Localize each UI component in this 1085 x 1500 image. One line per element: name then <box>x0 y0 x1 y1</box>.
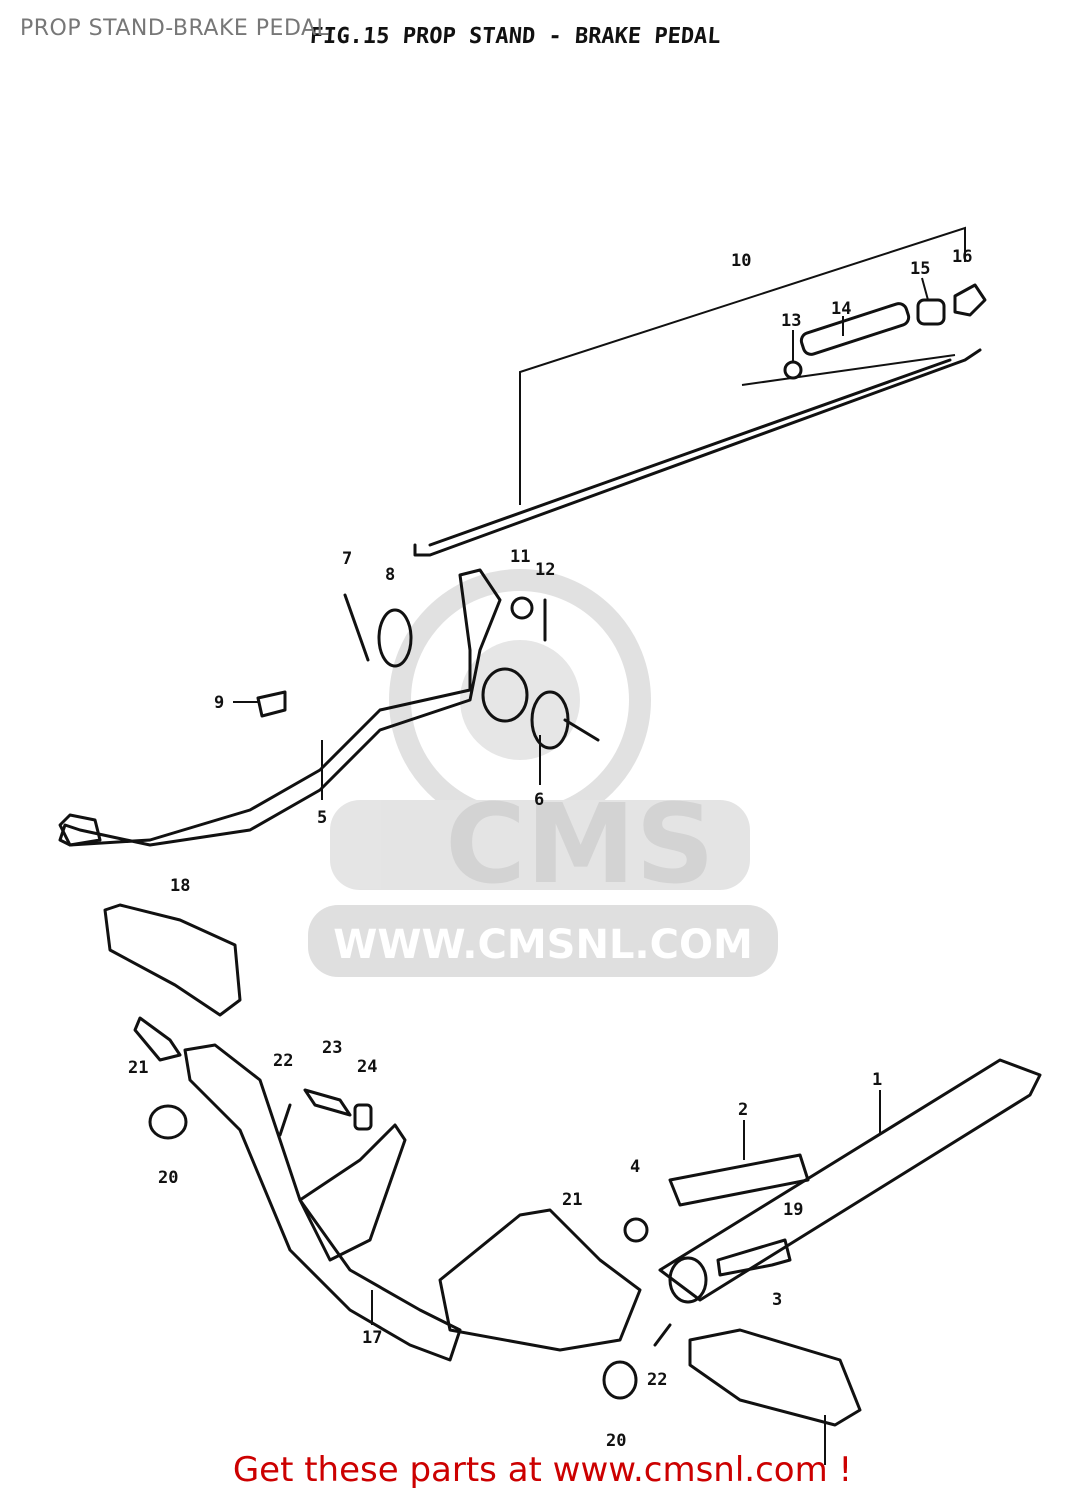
brake-rod <box>413 348 982 557</box>
footrest-pin <box>133 1016 182 1062</box>
callout-18: 18 <box>170 876 190 896</box>
right-footrest-peg <box>688 1328 862 1427</box>
watermark-url-backdrop <box>308 905 778 977</box>
left-footrest-spring <box>148 1104 188 1140</box>
callout-19: 19 <box>783 1200 803 1220</box>
right-footrest-spring <box>602 1360 638 1400</box>
callout-21-right: 21 <box>562 1190 582 1210</box>
footrest-washer <box>353 1103 373 1131</box>
brake-rod-assembly <box>413 226 987 557</box>
callout-21-left: 21 <box>128 1058 148 1078</box>
adjuster-nut <box>953 283 987 317</box>
prop-stand-bolt <box>716 1238 792 1277</box>
rod-thread-line <box>741 354 956 386</box>
right-cotter-pin <box>653 1323 672 1347</box>
brake-pedal-assembly <box>58 568 600 847</box>
watermark-url-text: WWW.CMSNL.COM <box>333 922 753 968</box>
brake-rod-spring <box>799 302 911 356</box>
watermark: CMS WWW.CMSNL.COM <box>308 569 778 977</box>
brake-pedal-tip <box>58 813 102 847</box>
watermark-figure-icon <box>460 640 580 760</box>
callout-9: 9 <box>214 693 224 713</box>
left-cotter-pin <box>278 1103 292 1137</box>
callout-5: 5 <box>317 808 327 828</box>
leader-line-10 <box>519 226 966 505</box>
callout-22-right: 22 <box>647 1370 667 1390</box>
spring-hook <box>563 718 600 742</box>
page-title: PROP STAND-BRAKE PEDAL <box>20 16 330 41</box>
bracket-mount-plate <box>298 1123 407 1262</box>
callout-24: 24 <box>357 1057 377 1077</box>
rod-washer <box>783 360 803 380</box>
brake-pedal-arm <box>58 568 502 847</box>
brake-rod-edge <box>428 358 952 547</box>
footrest-bracket <box>183 1043 462 1362</box>
callout-2: 2 <box>738 1100 748 1120</box>
prop-stand-spring <box>668 1153 810 1207</box>
callout-labels: 1 2 3 4 5 6 7 8 9 10 11 12 13 14 15 16 1… <box>128 247 972 1451</box>
pedal-return-spring <box>530 690 570 750</box>
left-footrest-peg <box>103 903 242 1017</box>
callout-20-right: 20 <box>606 1431 626 1451</box>
pivot-washer <box>377 608 413 668</box>
callout-20-left: 20 <box>158 1168 178 1188</box>
callout-1: 1 <box>872 1070 882 1090</box>
callout-15: 15 <box>910 259 930 279</box>
callout-11: 11 <box>510 547 530 567</box>
prop-stand-nut <box>623 1217 649 1243</box>
callout-7: 7 <box>342 549 352 569</box>
prop-stand-bracket <box>438 1208 642 1352</box>
callout-16: 16 <box>952 247 972 267</box>
watermark-logo-text: CMS <box>445 780 714 908</box>
footrest-bolt <box>303 1088 352 1117</box>
callout-17: 17 <box>362 1328 382 1348</box>
callout-12: 12 <box>535 560 555 580</box>
prop-stand <box>658 1058 1042 1302</box>
pedal-pivot-boss <box>481 667 529 723</box>
callout-4: 4 <box>630 1157 640 1177</box>
callout-22-left: 22 <box>273 1051 293 1071</box>
callout-10: 10 <box>731 251 751 271</box>
callout-8: 8 <box>385 565 395 585</box>
callout-3: 3 <box>772 1290 782 1310</box>
footer-promo-link[interactable]: Get these parts at www.cmsnl.com ! <box>232 1450 853 1490</box>
stopper-bolt <box>256 690 287 718</box>
callout-23: 23 <box>322 1038 342 1058</box>
watermark-logo-backdrop <box>330 800 750 890</box>
leader-line-15 <box>921 277 929 301</box>
callout-13: 13 <box>781 311 801 331</box>
footrest-prop-stand-assembly <box>103 903 1042 1465</box>
figure-caption: FIG.15 PROP STAND - BRAKE PEDAL <box>309 24 722 49</box>
callout-14: 14 <box>831 299 851 319</box>
adjuster-pin <box>916 298 946 326</box>
pivot-bolt <box>343 593 370 662</box>
callout-6: 6 <box>534 790 544 810</box>
clevis-pin <box>510 596 534 620</box>
prop-stand-pivot <box>668 1256 708 1304</box>
